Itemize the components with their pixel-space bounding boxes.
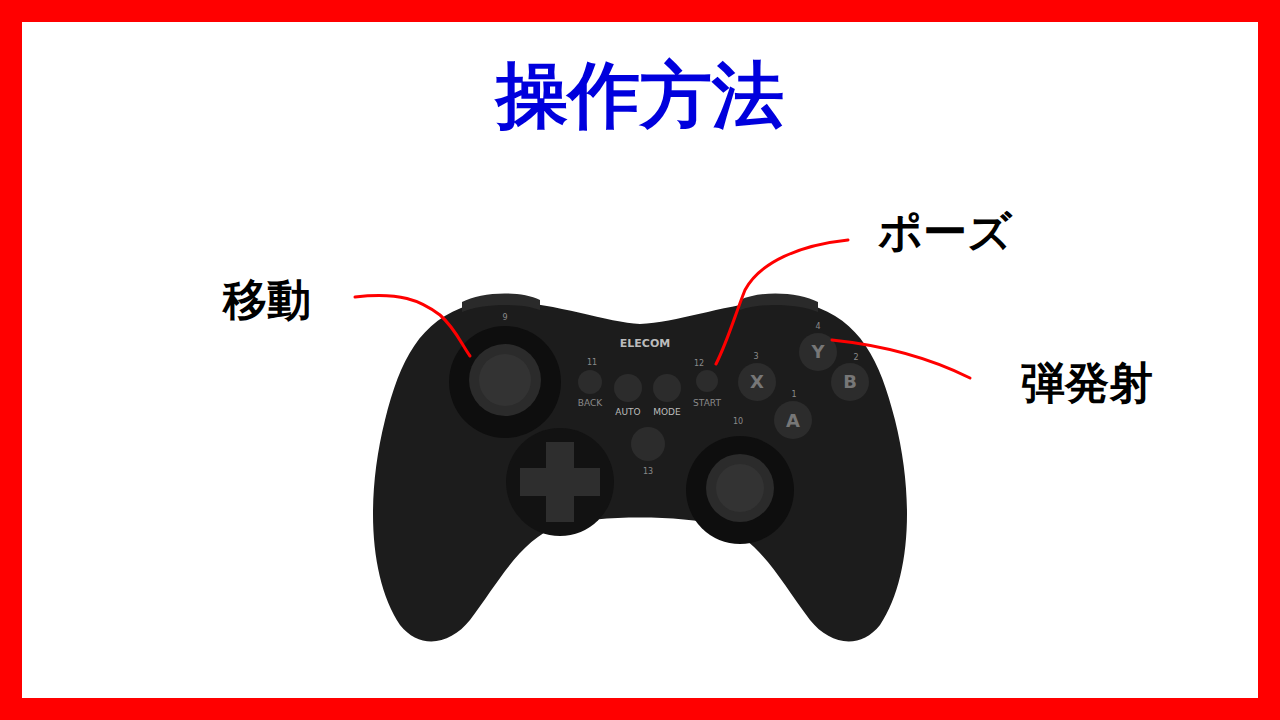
auto-button [614, 374, 642, 402]
controller-body [373, 301, 907, 641]
start-button [696, 370, 718, 392]
button-number: 12 [694, 360, 704, 368]
left-stick [469, 344, 541, 416]
face-button [738, 363, 776, 401]
callout-label: 移動 [223, 278, 311, 322]
button-number: 3 [753, 353, 758, 361]
callout-label: ポーズ [878, 210, 1012, 254]
leader-line [716, 240, 848, 364]
callout-label: 弾発射 [1021, 361, 1153, 405]
button-letter: B [843, 373, 857, 391]
button-label: MODE [653, 408, 680, 417]
dpad-base [506, 428, 614, 536]
button-letter: A [786, 412, 800, 430]
mode-button [653, 374, 681, 402]
button-label: AUTO [615, 408, 640, 417]
right-stick-base [686, 436, 794, 544]
right-stick [706, 454, 774, 522]
title: 操作方法 [496, 59, 784, 131]
leader-line [355, 296, 470, 356]
face-button [774, 401, 812, 439]
back-button [578, 370, 602, 394]
button-number: 4 [815, 323, 820, 331]
button-label: START [693, 399, 721, 408]
right-stick-top [716, 464, 764, 512]
button-number: 10 [733, 418, 743, 426]
center-button [631, 427, 665, 461]
button-number: 2 [853, 354, 858, 362]
shoulder-left [462, 293, 540, 312]
button-label: BACK [578, 399, 602, 408]
left-stick-top [479, 354, 531, 406]
button-number: 9 [502, 314, 507, 322]
shoulder-right [740, 293, 818, 312]
button-number: 11 [587, 359, 597, 367]
button-letter: X [750, 373, 764, 391]
button-number: 1 [791, 391, 796, 399]
face-button [831, 363, 869, 401]
dpad [520, 442, 600, 522]
button-letter: Y [811, 343, 824, 361]
brand-logo: ELECOM [620, 338, 670, 349]
left-stick-base [449, 326, 561, 438]
button-number: 13 [643, 468, 653, 476]
